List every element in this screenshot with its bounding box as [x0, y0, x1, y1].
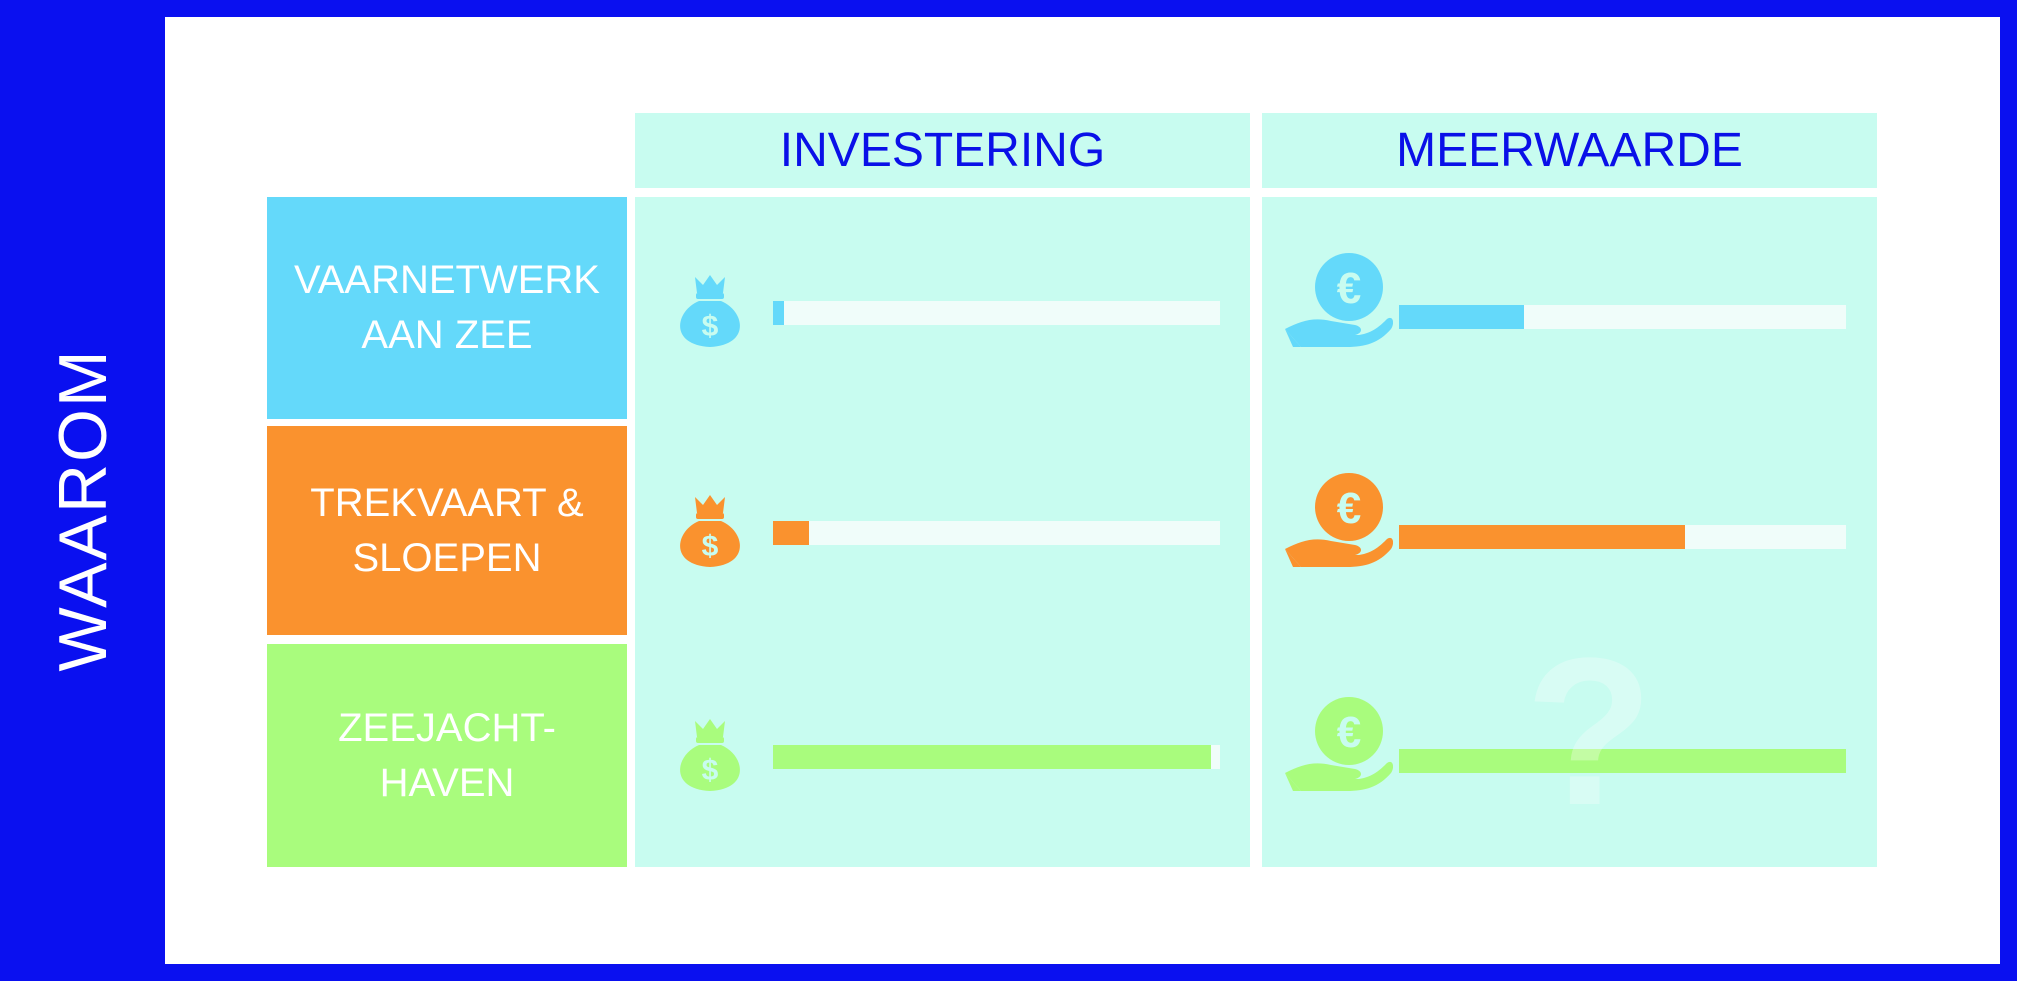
- meerwaarde-bar-fill: [1399, 525, 1686, 549]
- svg-text:$: $: [702, 530, 719, 563]
- svg-text:€: €: [1337, 708, 1361, 757]
- hand-euro-icon: €: [1283, 251, 1394, 356]
- svg-text:$: $: [702, 310, 719, 343]
- column-header-investering: INVESTERING: [635, 113, 1250, 188]
- investering-bar-trekvaart: [773, 521, 1220, 545]
- investering-bar-fill: [773, 521, 809, 545]
- money-bag-icon: $: [665, 263, 755, 358]
- investering-bar-vaarnetwerk: [773, 301, 1220, 325]
- sidebar: WAAROM: [0, 0, 150, 981]
- meerwaarde-bar-fill: [1399, 305, 1525, 329]
- investering-bar-zeejachthaven: [773, 745, 1220, 769]
- money-bag-icon: $: [665, 707, 755, 802]
- row-label-trekvaart: TREKVAART & SLOEPEN: [267, 426, 627, 635]
- side-title: WAAROM: [45, 348, 121, 672]
- row-label-zeejachthaven: ZEEJACHT- HAVEN: [267, 644, 627, 867]
- column-header-meerwaarde: MEERWAARDE: [1262, 113, 1877, 188]
- svg-text:$: $: [702, 754, 719, 787]
- meerwaarde-bar-trekvaart: [1399, 525, 1846, 549]
- svg-text:€: €: [1337, 484, 1361, 533]
- question-mark: ?: [1525, 614, 1654, 849]
- meerwaarde-bar-fill: [1399, 749, 1846, 773]
- content-panel: INVESTERING MEERWAARDE VAARNETWERK AAN Z…: [165, 17, 2000, 964]
- meerwaarde-bar-vaarnetwerk: [1399, 305, 1846, 329]
- hand-euro-icon: €: [1283, 695, 1394, 800]
- svg-text:€: €: [1337, 264, 1361, 313]
- investering-bar-fill: [773, 745, 1212, 769]
- investering-bar-fill: [773, 301, 785, 325]
- meerwaarde-bar-zeejachthaven: [1399, 749, 1846, 773]
- money-bag-icon: $: [665, 483, 755, 578]
- hand-euro-icon: €: [1283, 471, 1394, 576]
- row-label-vaarnetwerk: VAARNETWERK AAN ZEE: [267, 197, 627, 419]
